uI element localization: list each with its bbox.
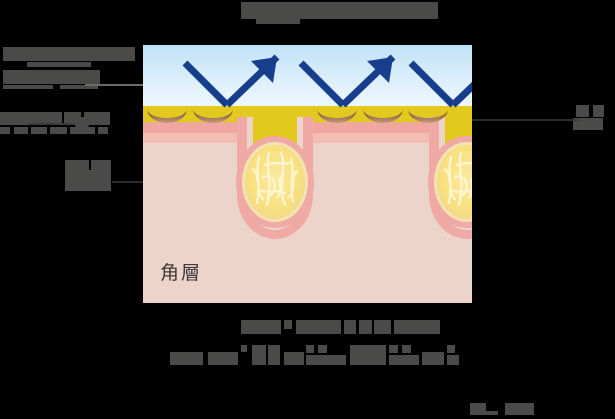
credit-text-part	[505, 403, 534, 415]
caption-line-2-part	[241, 345, 247, 352]
follicle-1	[236, 106, 314, 239]
label-sebum-film-part	[31, 127, 47, 134]
caption-line-2-part	[389, 345, 398, 353]
label-sebum-film-part	[70, 127, 95, 134]
caption-line-2-part	[402, 345, 411, 353]
caption-line-2-part	[318, 345, 327, 353]
label-skin-surface	[576, 105, 589, 117]
label-sebaceous-gland	[65, 160, 89, 170]
label-sebum-film-part	[84, 112, 110, 125]
label-sebaceous-gland-part	[65, 170, 111, 191]
caption-line-2-part	[306, 355, 346, 365]
caption-line-2-part	[268, 345, 280, 365]
label-air-reflection-part	[3, 70, 100, 84]
follicle-2	[428, 106, 472, 239]
caption-line-2-part	[422, 352, 444, 365]
page-title-underline	[256, 19, 300, 24]
page-title	[241, 2, 438, 19]
label-air-reflection-part	[27, 62, 91, 67]
light-reflection-arrowheads	[251, 57, 393, 83]
pore-openings	[147, 109, 448, 123]
label-sebum-film-part	[0, 127, 10, 134]
caption-line-1-part	[344, 320, 356, 334]
caption-line-2-part	[447, 345, 455, 353]
caption-line-2-part	[447, 355, 459, 365]
label-sebum-film-part	[98, 127, 108, 134]
caption-line-1-part	[284, 320, 292, 329]
label-air-reflection-part	[3, 85, 53, 89]
caption-line-1	[241, 320, 281, 334]
label-sebum-film	[0, 112, 62, 125]
label-air-reflection	[3, 47, 135, 61]
label-sebaceous-gland-part	[91, 160, 111, 170]
caption-line-1-part	[374, 320, 391, 334]
caption-line-1-part	[296, 320, 341, 334]
caption-line-2-part	[389, 355, 419, 365]
caption-line-1-part	[394, 320, 440, 334]
caption-line-2-part	[306, 345, 314, 353]
label-sebum-film-part	[14, 127, 28, 134]
caption-line-1-part	[359, 320, 372, 334]
credit-text-part	[480, 411, 498, 415]
label-air-reflection-part	[60, 85, 98, 89]
label-skin-surface-part	[573, 118, 603, 130]
stratum-corneum-label: 角層	[160, 262, 203, 284]
label-sebum-film-part	[50, 127, 67, 134]
label-sebum-film-part	[64, 112, 81, 125]
caption-line-2-part	[208, 352, 238, 365]
caption-line-2-part	[284, 352, 304, 365]
caption-line-2-part	[350, 345, 386, 365]
caption-line-2-part	[252, 345, 266, 365]
caption-line-2	[170, 352, 203, 365]
skin-cross-section-diagram	[143, 45, 472, 303]
label-skin-surface-part	[593, 105, 604, 117]
